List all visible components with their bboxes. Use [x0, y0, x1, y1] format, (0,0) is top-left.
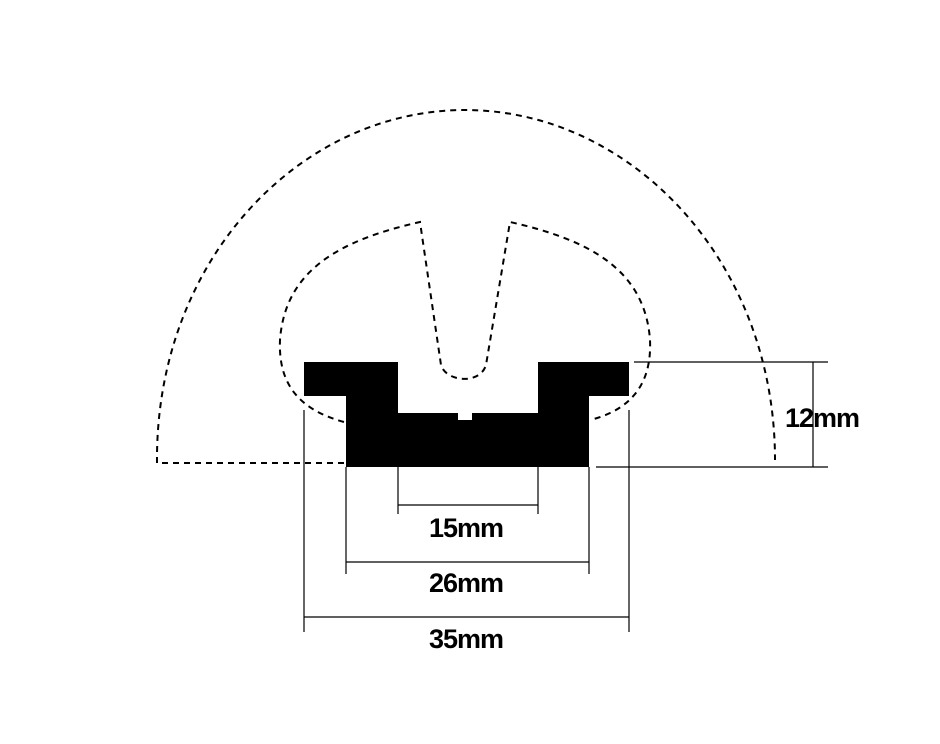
height-label: 12mm [785, 403, 859, 433]
center-notch [458, 413, 472, 420]
base-width-label: 26mm [429, 568, 503, 598]
slot-width-label: 15mm [429, 513, 503, 543]
top-width-label: 35mm [429, 624, 503, 654]
outer-dome-outline [155, 108, 776, 464]
